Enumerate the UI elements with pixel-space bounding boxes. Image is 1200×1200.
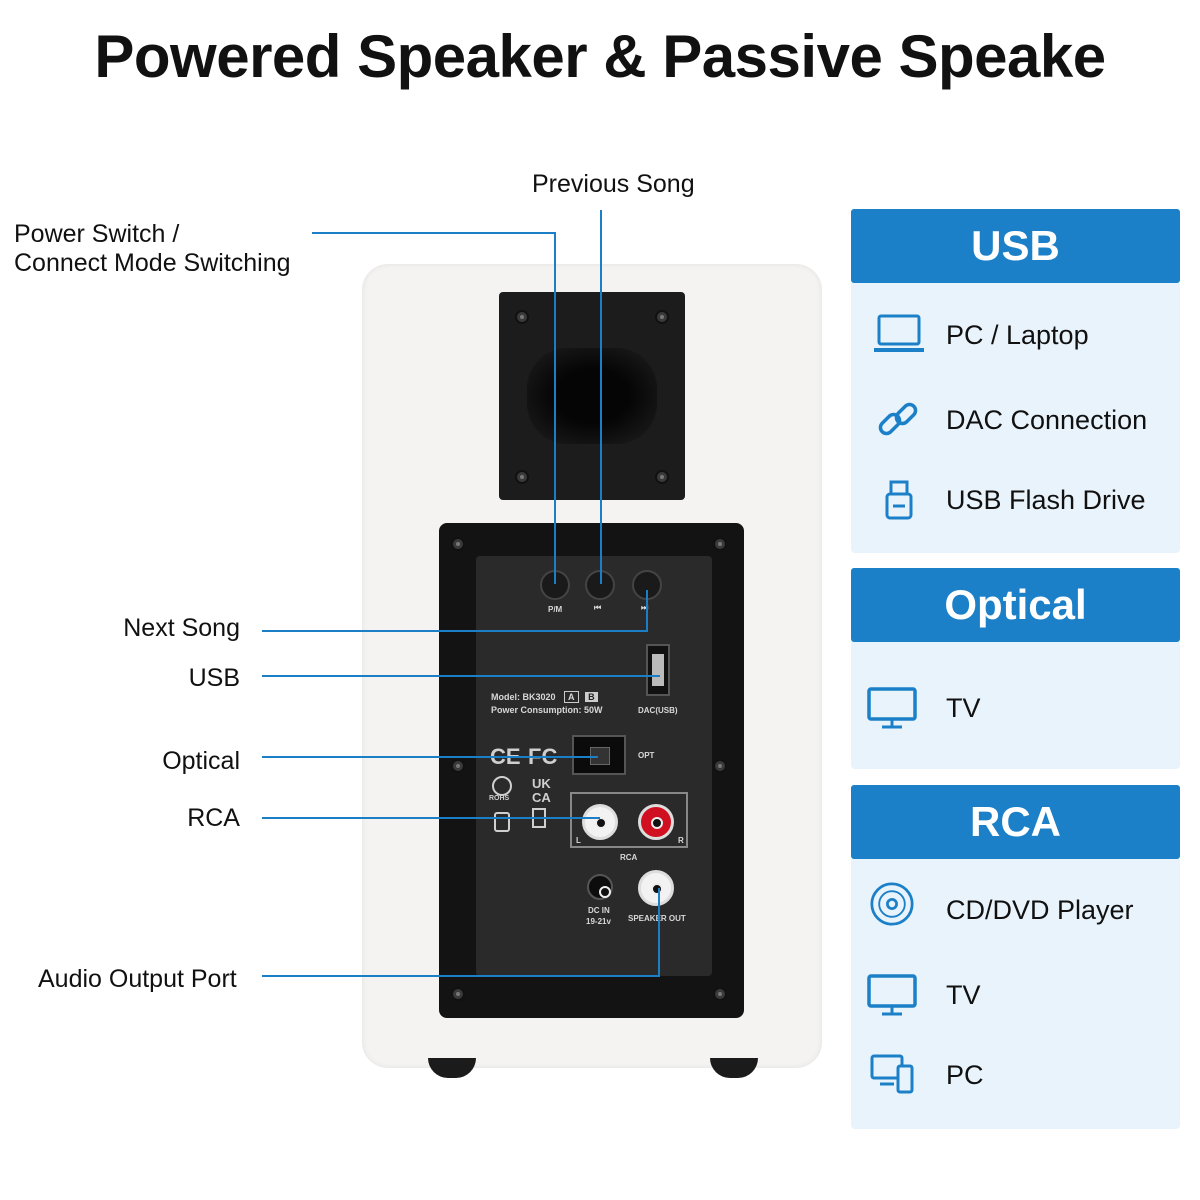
uk-mark: UK xyxy=(532,776,551,791)
dc-volt-label: 19-21v xyxy=(586,917,611,926)
leader-line-next-h xyxy=(262,630,648,632)
screw xyxy=(451,987,465,1001)
leader-line-power-v xyxy=(554,232,556,584)
rca-box xyxy=(570,792,688,848)
leader-line-power-h xyxy=(312,232,555,234)
item-usb-flash-drive: USB Flash Drive xyxy=(946,485,1146,515)
optical-port[interactable] xyxy=(572,735,626,775)
desktop-pc-icon xyxy=(870,1054,914,1094)
callout-power-switch-line1: Power Switch / xyxy=(14,220,180,248)
card-optical-header: Optical xyxy=(851,568,1180,642)
screw xyxy=(713,759,727,773)
screw xyxy=(655,470,669,484)
callout-audio-output: Audio Output Port xyxy=(38,965,237,993)
tweeter-hole xyxy=(527,348,657,444)
usb-port[interactable] xyxy=(646,644,670,696)
prev-label: ⏮ xyxy=(594,603,602,612)
dc-in-port[interactable] xyxy=(587,874,613,900)
screw xyxy=(515,310,529,324)
leader-line-optical xyxy=(262,756,598,758)
rca-r-label: R xyxy=(678,836,684,845)
model-label: Model: BK3020 xyxy=(491,692,556,702)
callout-next-song: Next Song xyxy=(123,614,240,642)
disc-icon xyxy=(870,882,914,926)
opt-label: OPT xyxy=(638,751,655,760)
item-dac-connection: DAC Connection xyxy=(946,405,1148,435)
leader-line-usb xyxy=(262,675,660,677)
card-rca-header: RCA xyxy=(851,785,1180,859)
dc-in-label: DC IN xyxy=(588,906,610,915)
speaker-foot-left xyxy=(428,1058,476,1078)
item-pc-laptop: PC / Laptop xyxy=(946,320,1089,350)
ic-mark-icon xyxy=(494,812,510,832)
callout-usb: USB xyxy=(188,664,240,692)
item-tv-rca: TV xyxy=(946,980,981,1010)
rca-right-jack[interactable] xyxy=(638,804,674,840)
tweeter-port xyxy=(499,292,685,500)
monitor-icon xyxy=(867,687,917,729)
dac-usb-label: DAC(USB) xyxy=(638,706,678,715)
item-pc-rca: PC xyxy=(946,1060,984,1090)
screw xyxy=(655,310,669,324)
rohs-icon xyxy=(492,776,512,796)
screw xyxy=(451,537,465,551)
screw xyxy=(515,470,529,484)
rca-left-jack[interactable] xyxy=(582,804,618,840)
ca-mark: CA xyxy=(532,790,551,805)
leader-line-audio-h xyxy=(262,975,660,977)
speaker-out-label: SPEAKER OUT xyxy=(628,914,686,923)
badge-a: A xyxy=(564,691,579,703)
callout-power-switch-line2: Connect Mode Switching xyxy=(14,249,291,277)
usb-drive-icon xyxy=(885,480,913,520)
card-usb-body xyxy=(851,283,1180,553)
link-icon xyxy=(878,402,918,436)
leader-line-next-v xyxy=(646,590,648,632)
leader-line-rca xyxy=(262,817,600,819)
screw xyxy=(451,759,465,773)
page-title: Powered Speaker & Passive Speake xyxy=(94,23,1106,90)
item-tv-optical: TV xyxy=(946,693,981,723)
monitor-icon xyxy=(867,974,917,1016)
rohs-mark: ROHS xyxy=(489,795,510,802)
rca-l-label: L xyxy=(576,836,581,845)
screw xyxy=(713,537,727,551)
callout-rca: RCA xyxy=(187,804,240,832)
card-usb-header: USB xyxy=(851,209,1180,283)
leader-line-previous-v xyxy=(600,210,602,584)
speaker-foot-right xyxy=(710,1058,758,1078)
model-text: Model: BK3020 A B xyxy=(491,691,598,703)
speaker-out-jack[interactable] xyxy=(638,870,674,906)
power-text: Power Consumption: 50W xyxy=(491,705,603,715)
next-label: ⏭ xyxy=(641,603,649,612)
badge-b: B xyxy=(585,692,598,702)
screw xyxy=(713,987,727,1001)
callout-previous-song: Previous Song xyxy=(532,170,695,198)
laptop-icon xyxy=(874,314,924,352)
pm-label: P/M xyxy=(548,605,563,614)
callout-optical: Optical xyxy=(162,747,240,775)
leader-line-audio-v xyxy=(658,888,660,977)
card-optical-body xyxy=(851,642,1180,769)
item-cd-dvd-player: CD/DVD Player xyxy=(946,895,1134,925)
rca-label: RCA xyxy=(620,853,638,862)
